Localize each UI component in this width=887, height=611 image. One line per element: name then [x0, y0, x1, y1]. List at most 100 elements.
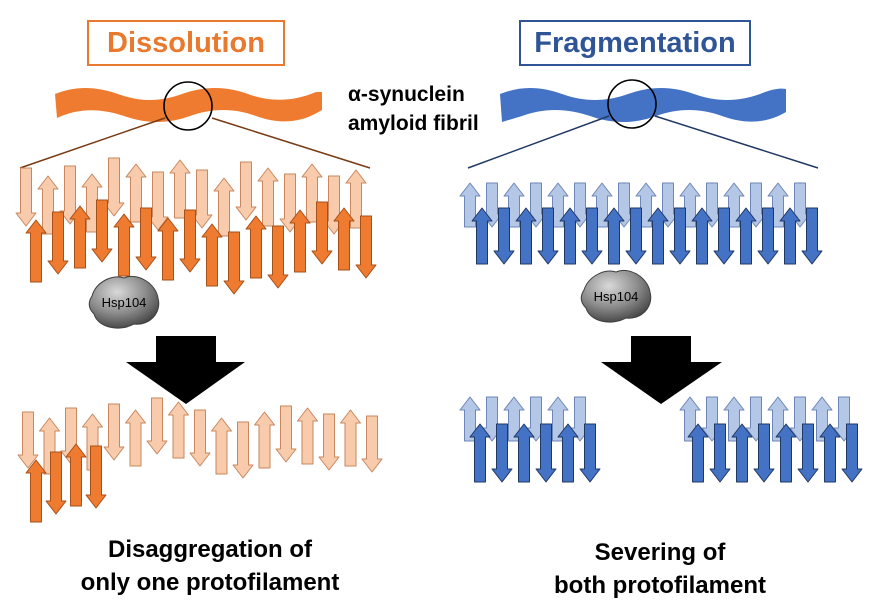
dark-strand-arrow: [669, 207, 691, 265]
light-strand-arrow: [146, 397, 168, 455]
dark-strand-arrow: [753, 423, 775, 483]
dark-strand-arrow: [157, 217, 179, 281]
caption-right-line1: Severing of: [594, 539, 726, 566]
dark-strand-arrow: [581, 207, 603, 265]
caption-left-line2: only one protofilament: [80, 569, 340, 596]
light-strand-arrow: [254, 411, 275, 469]
dark-strand-arrow: [471, 207, 493, 265]
dark-strand-arrow: [47, 211, 69, 275]
blue-fragment-right: [679, 396, 863, 483]
dark-strand-arrow: [267, 225, 289, 289]
light-strand-arrow: [340, 409, 361, 467]
blue-fragment-left: [459, 396, 601, 483]
light-strand-arrow: [275, 405, 297, 463]
caption-left-line1: Disaggregation of: [107, 536, 312, 563]
dark-strand-arrow: [311, 201, 333, 265]
dark-strand-arrow: [201, 223, 223, 287]
orange-fibril-strands: [15, 157, 377, 295]
light-strand-arrow: [211, 417, 232, 475]
title-dissolution: Dissolution: [87, 20, 285, 66]
dark-strand-arrow: [713, 207, 735, 265]
dark-strand-arrow: [603, 207, 625, 265]
dark-strand-arrow: [757, 207, 779, 265]
light-strand-arrow: [459, 182, 481, 228]
orange-dissolved-strands: [17, 397, 383, 523]
dark-strand-arrow: [333, 207, 355, 271]
title-dissolution-text: Dissolution: [107, 26, 265, 59]
dark-strand-arrow: [45, 451, 67, 515]
light-strand-arrow: [232, 421, 254, 479]
dark-strand-arrow: [515, 207, 537, 265]
dark-strand-arrow: [535, 423, 557, 483]
dark-strand-arrow: [731, 423, 753, 483]
light-strand-arrow: [17, 411, 39, 469]
dark-strand-arrow: [687, 423, 709, 483]
dark-strand-arrow: [491, 423, 513, 483]
zoom-line-left-b: [211, 117, 371, 169]
caption-right-line2: both protofilament: [554, 572, 766, 599]
dark-strand-arrow: [113, 213, 135, 277]
dark-strand-arrow: [735, 207, 757, 265]
dark-strand-arrow: [559, 207, 581, 265]
hsp104-left-label: Hsp104: [102, 295, 147, 310]
light-strand-arrow: [15, 167, 37, 227]
light-strand-arrow: [213, 177, 235, 237]
dark-strand-arrow: [579, 423, 601, 483]
dark-strand-arrow: [65, 443, 87, 507]
dark-strand-arrow: [91, 199, 113, 263]
process-arrow-left: [126, 336, 245, 404]
dark-strand-arrow: [179, 209, 201, 273]
zoom-line-left-a: [19, 117, 166, 169]
dark-strand-arrow: [801, 207, 823, 265]
dark-strand-arrow: [775, 423, 797, 483]
dark-strand-arrow: [691, 207, 713, 265]
dark-strand-arrow: [625, 207, 647, 265]
title-fragmentation-text: Fragmentation: [534, 26, 736, 59]
dark-strand-arrow: [709, 423, 731, 483]
light-strand-arrow: [345, 169, 367, 229]
light-strand-arrow: [235, 161, 257, 221]
dark-strand-arrow: [647, 207, 669, 265]
light-strand-arrow: [318, 413, 340, 471]
dark-strand-arrow: [25, 459, 47, 523]
fibril-label-line1: α-synuclein: [348, 83, 465, 106]
dark-strand-arrow: [289, 209, 311, 273]
dark-strand-arrow: [223, 231, 245, 295]
dark-strand-arrow: [819, 423, 841, 483]
title-fragmentation: Fragmentation: [519, 20, 751, 66]
dark-strand-arrow: [25, 219, 47, 283]
dark-strand-arrow: [513, 423, 535, 483]
dark-strand-arrow: [85, 445, 107, 509]
dark-strand-arrow: [557, 423, 579, 483]
dark-strand-arrow: [537, 207, 559, 265]
hsp104-right: Hsp104: [580, 270, 652, 323]
light-strand-arrow: [125, 409, 146, 467]
dark-strand-arrow: [797, 423, 819, 483]
dark-strand-arrow: [245, 215, 267, 279]
light-strand-arrow: [169, 159, 191, 219]
light-strand-arrow: [168, 401, 189, 459]
dark-strand-arrow: [493, 207, 515, 265]
zoom-line-right-a: [467, 115, 610, 169]
blue-fibril-strands: [459, 182, 823, 265]
hsp104-left: Hsp104: [88, 276, 160, 329]
dark-strand-arrow: [355, 215, 377, 279]
light-strand-arrow: [361, 415, 383, 473]
fibril-label-line2: amyloid fibril: [348, 112, 479, 135]
caption-right: Severing of both protofilament: [490, 536, 830, 602]
dark-strand-arrow: [841, 423, 863, 483]
light-strand-arrow: [297, 407, 318, 465]
zoom-circle-right: [607, 79, 657, 129]
light-strand-arrow: [103, 403, 125, 461]
fibril-orange: [55, 88, 322, 122]
light-strand-arrow: [257, 167, 279, 227]
dark-strand-arrow: [135, 207, 157, 271]
fibril-blue: [500, 88, 786, 122]
dark-strand-arrow: [69, 205, 91, 269]
caption-left: Disaggregation of only one protofilament: [40, 533, 380, 599]
light-strand-arrow: [189, 409, 211, 467]
zoom-circle-left: [163, 81, 213, 131]
dark-strand-arrow: [779, 207, 801, 265]
fibril-label: α-synuclein amyloid fibril: [348, 80, 479, 138]
